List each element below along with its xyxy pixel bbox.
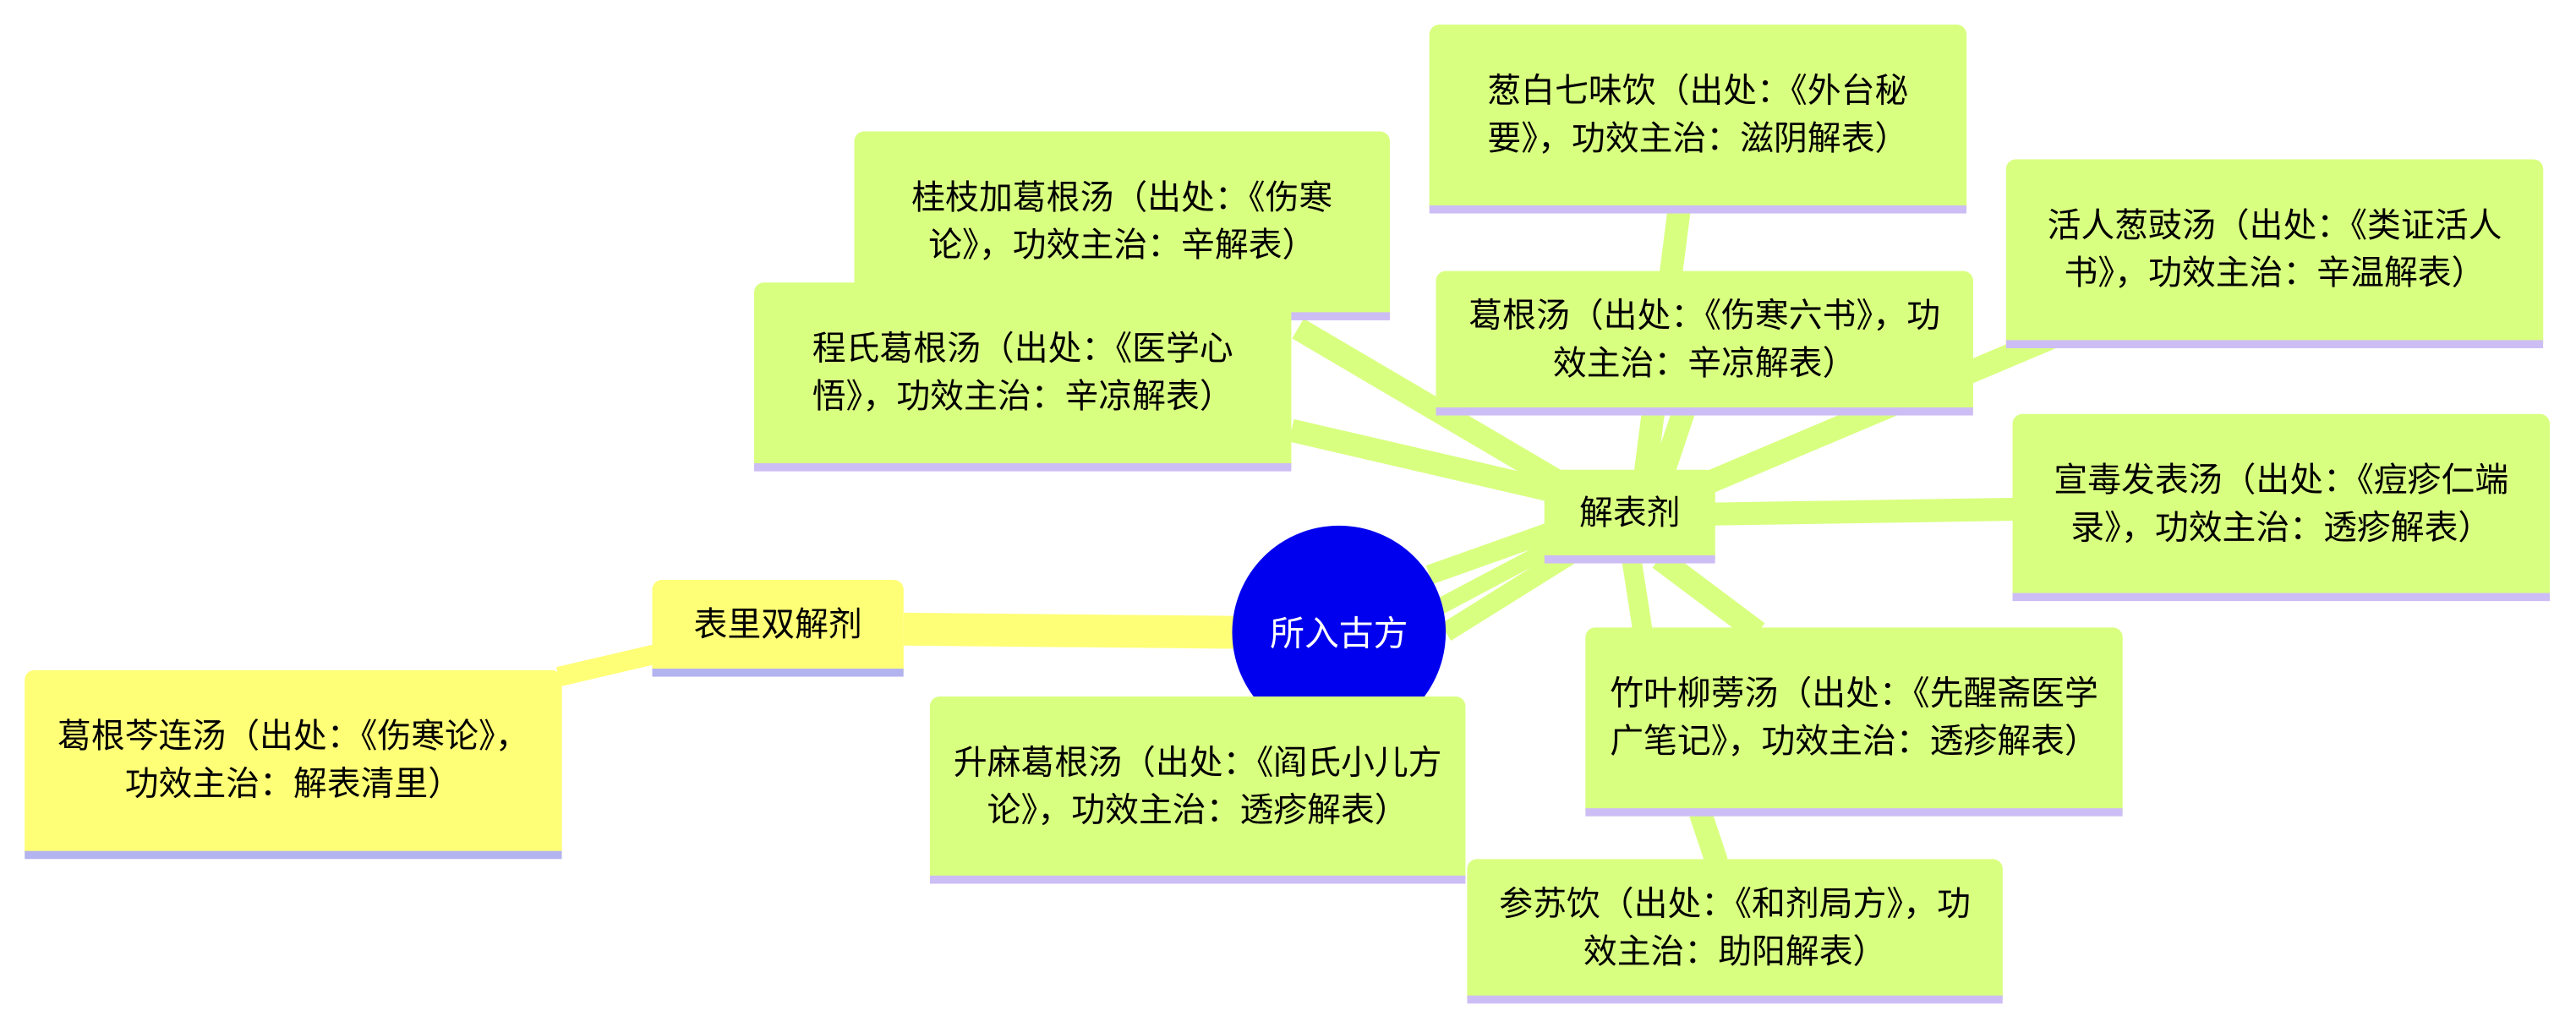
branch-node-biaolishuangjieji[interactable]: 表里双解剂 [652,579,904,677]
leaf-node[interactable]: 葱白七味饮（出处：《外台秘要》，功效主治：滋阴解表） [1429,25,1967,214]
leaf-label: 参苏饮（出处：《和剂局方》，功效主治：助阳解表） [1499,882,1971,970]
link-gegenqinlian [556,644,659,686]
link-root-jiebiaoji-2 [1440,542,1583,642]
leaf-node[interactable]: 葛根汤（出处：《伤寒六书》，功效主治：辛凉解表） [1436,270,1973,416]
leaf-label: 葛根汤（出处：《伤寒六书》，功效主治：辛凉解表） [1468,294,1941,382]
link-xuandu [1708,497,2018,526]
branch-node-jiebiaoji[interactable]: 解表剂 [1544,469,1715,564]
branch-label: 解表剂 [1578,492,1681,532]
leaf-label: 活人葱豉汤（出处：《类证活人书》，功效主治：辛温解表） [2047,205,2502,292]
link-zhuye-2 [1622,556,1653,634]
leaf-node[interactable]: 竹叶柳蒡汤（出处：《先醒斋医学广笔记》，功效主治：透疹解表） [1585,627,2123,817]
leaf-node[interactable]: 程氏葛根汤（出处：《医学心悟》，功效主治：辛凉解表） [753,282,1292,472]
leaf-label: 桂枝加葛根汤（出处：《伤寒论》，功效主治：辛解表） [911,177,1333,265]
leaf-label: 葛根芩连汤（出处：《伤寒论》，功效主治：解表清里） [57,716,529,804]
root-label: 所入古方 [1270,614,1408,654]
link-root-biaoli [903,612,1241,649]
branch-label: 表里双解剂 [693,604,862,643]
leaf-node[interactable]: 葛根芩连汤（出处：《伤寒论》，功效主治：解表清里） [25,669,562,860]
leaf-label: 竹叶柳蒡汤（出处：《先醒斋医学广笔记》，功效主治：透疹解表） [1610,673,2098,761]
leaf-label: 程氏葛根汤（出处：《医学心悟》，功效主治：辛凉解表） [812,328,1233,416]
link-chengshi [1288,418,1564,505]
leaf-node[interactable]: 宣毒发表汤（出处：《痘疹仁端录》，功效主治：透疹解表） [2012,413,2551,602]
leaf-label: 葱白七味饮（出处：《外台秘要》，功效主治：滋阴解表） [1487,70,1909,158]
leaf-node[interactable]: 活人葱豉汤（出处：《类证活人书》，功效主治：辛温解表） [2005,159,2544,348]
leaf-node[interactable]: 升麻葛根汤（出处：《阎氏小儿方论》，功效主治：透疹解表） [929,696,1466,884]
leaf-label: 升麻葛根汤（出处：《阎氏小儿方论》，功效主治：透疹解表） [953,741,1442,829]
leaf-node[interactable]: 参苏饮（出处：《和剂局方》，功效主治：助阳解表） [1467,859,2003,1004]
link-shensu [1689,809,1728,866]
link-zhuye [1652,549,1765,642]
leaf-label: 宣毒发表汤（出处：《痘疹仁端录》，功效主治：透疹解表） [2054,459,2509,547]
